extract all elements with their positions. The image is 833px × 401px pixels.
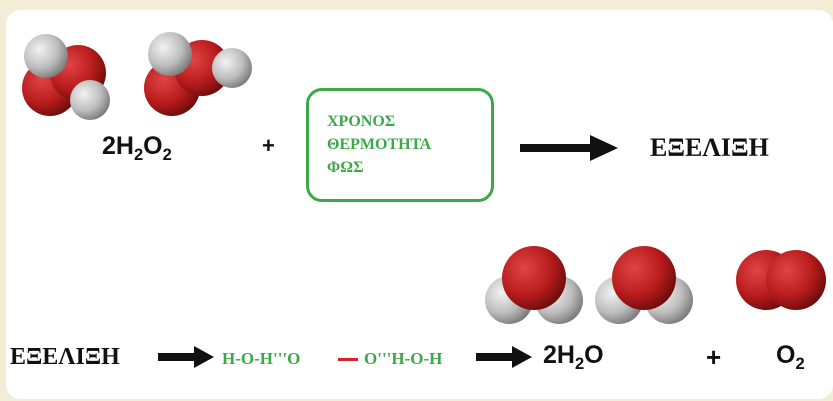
reactant-h2o2-formula: 2H2O2 (102, 132, 172, 164)
condition-light: ΦΩΣ (327, 159, 364, 176)
reaction-arrow-2 (158, 346, 214, 368)
condition-heat: ΘΕΡΜΟΤΗΤΑ (327, 136, 432, 153)
reaction-arrow-1 (520, 135, 618, 161)
structure-left-part: H-O-H'''O (222, 349, 301, 368)
reaction-arrow-3 (476, 346, 532, 368)
evolution-start-label: ΕΞΕΛΙΞΗ (10, 344, 120, 370)
structure-right-part: O'''H-O-H (364, 349, 443, 368)
product-water-formula: 2H2O (543, 341, 604, 373)
h2o2-model-2 (144, 32, 252, 116)
products-molecule-models (485, 246, 826, 324)
water-model-1 (485, 246, 583, 324)
water-model-2 (595, 246, 693, 324)
condition-time: ΧΡΟΝΟΣ (327, 113, 396, 130)
product-oxygen-formula: O2 (776, 341, 805, 373)
h2o2-model-1 (22, 34, 110, 120)
red-bond-dash (338, 358, 358, 361)
h2o2-molecule-models (22, 32, 252, 120)
plus-sign-1: + (262, 133, 275, 158)
plus-sign-2: + (706, 342, 722, 372)
conditions-box: ΧΡΟΝΟΣ ΘΕΡΜΟΤΗΤΑ ΦΩΣ (306, 88, 494, 202)
diagram-frame (6, 10, 833, 399)
product-evolution-label: ΕΞΕΛΙΞΗ (650, 133, 769, 162)
oxygen-model (736, 250, 826, 310)
